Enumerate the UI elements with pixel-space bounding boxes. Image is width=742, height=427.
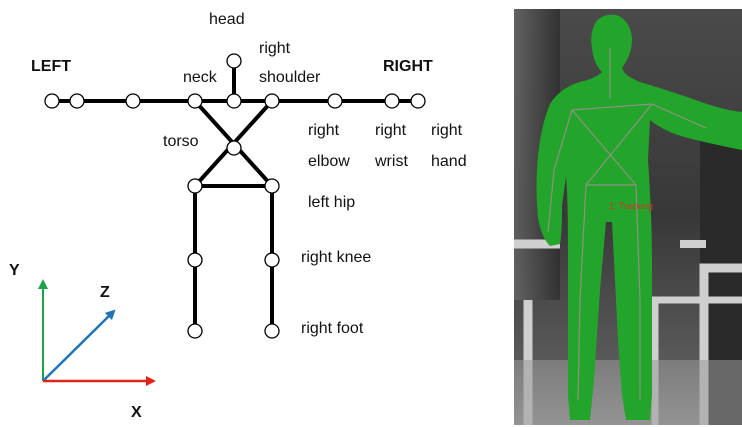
z-axis-label: Z [100,284,110,301]
joint-right-elbow [328,94,342,108]
right-elbow-label-line1: right [308,122,340,139]
joint-right-hand [411,94,425,108]
head-label: head [209,11,245,28]
joint-right-hip [265,179,279,193]
right-wrist-label-line2: wrist [374,153,408,170]
x-axis-label: X [131,404,142,421]
joint-right-foot [265,324,279,338]
joint-torso [227,141,241,155]
y-axis-label: Y [9,262,20,279]
joint-left-knee [188,253,202,267]
joint-left-wrist [70,94,84,108]
joint-left-shoulder [188,94,202,108]
right-shoulder-label-line1: right [259,40,291,57]
right-side-label: RIGHT [383,58,433,75]
joint-left-hand [45,94,59,108]
tracking-status: 1: Tracking [609,201,653,211]
joint-left-foot [188,324,202,338]
joint-neck [227,94,241,108]
torso-label: torso [163,133,199,150]
joint-head [227,54,241,68]
joint-right-shoulder [265,94,279,108]
right-wrist-label-line1: right [375,122,407,139]
right-knee-label: right knee [301,249,371,266]
coordinate-axes: Y Z X [9,262,151,421]
right-hand-label-line1: right [431,122,463,139]
neck-label: neck [183,69,218,86]
right-shoulder-label-line2: shoulder [259,69,321,86]
right-hand-label-line2: hand [431,153,467,170]
depth-image: 1: Tracking [514,9,742,425]
joint-left-hip [188,179,202,193]
right-elbow-label-line2: elbow [308,153,350,170]
joint-left-elbow [126,94,140,108]
left-side-label: LEFT [31,58,71,75]
joint-right-knee [265,253,279,267]
joint-right-wrist [385,94,399,108]
right-foot-label: right foot [301,320,364,337]
skeleton-diagram: LEFT RIGHT head right shoulder neck tors… [31,11,467,338]
left-hip-label: left hip [308,194,355,211]
z-axis-arrow [43,313,112,381]
skeleton-labels: LEFT RIGHT head right shoulder neck tors… [31,11,467,337]
chair-top [680,240,706,248]
